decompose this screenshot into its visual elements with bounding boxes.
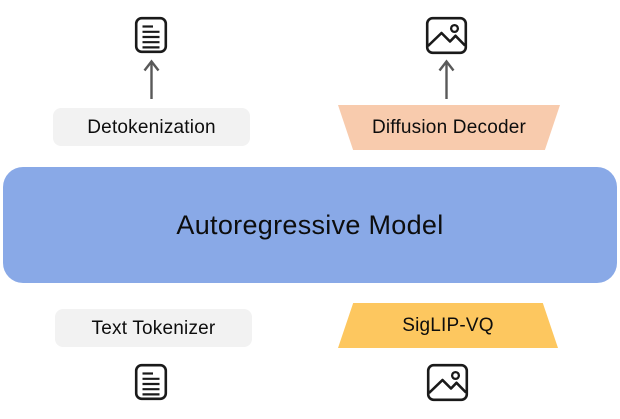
image-icon (426, 363, 469, 402)
detokenization-block: Detokenization (53, 108, 250, 146)
document-icon (134, 363, 168, 401)
document-icon (134, 16, 168, 54)
diffusion-decoder-block: Diffusion Decoder (338, 105, 560, 150)
detokenization-label: Detokenization (87, 116, 216, 138)
arrow-up-icon (141, 58, 162, 100)
siglip-vq-label: SigLIP-VQ (402, 315, 494, 336)
image-icon (425, 16, 468, 55)
arrow-up-icon (436, 58, 457, 100)
text-tokenizer-label: Text Tokenizer (91, 317, 216, 339)
diffusion-decoder-label: Diffusion Decoder (371, 117, 527, 138)
autoregressive-model-label: Autoregressive Model (176, 209, 444, 240)
autoregressive-model-block: Autoregressive Model (3, 167, 617, 283)
text-tokenizer-block: Text Tokenizer (55, 309, 252, 347)
siglip-vq-block: SigLIP-VQ (338, 303, 558, 348)
